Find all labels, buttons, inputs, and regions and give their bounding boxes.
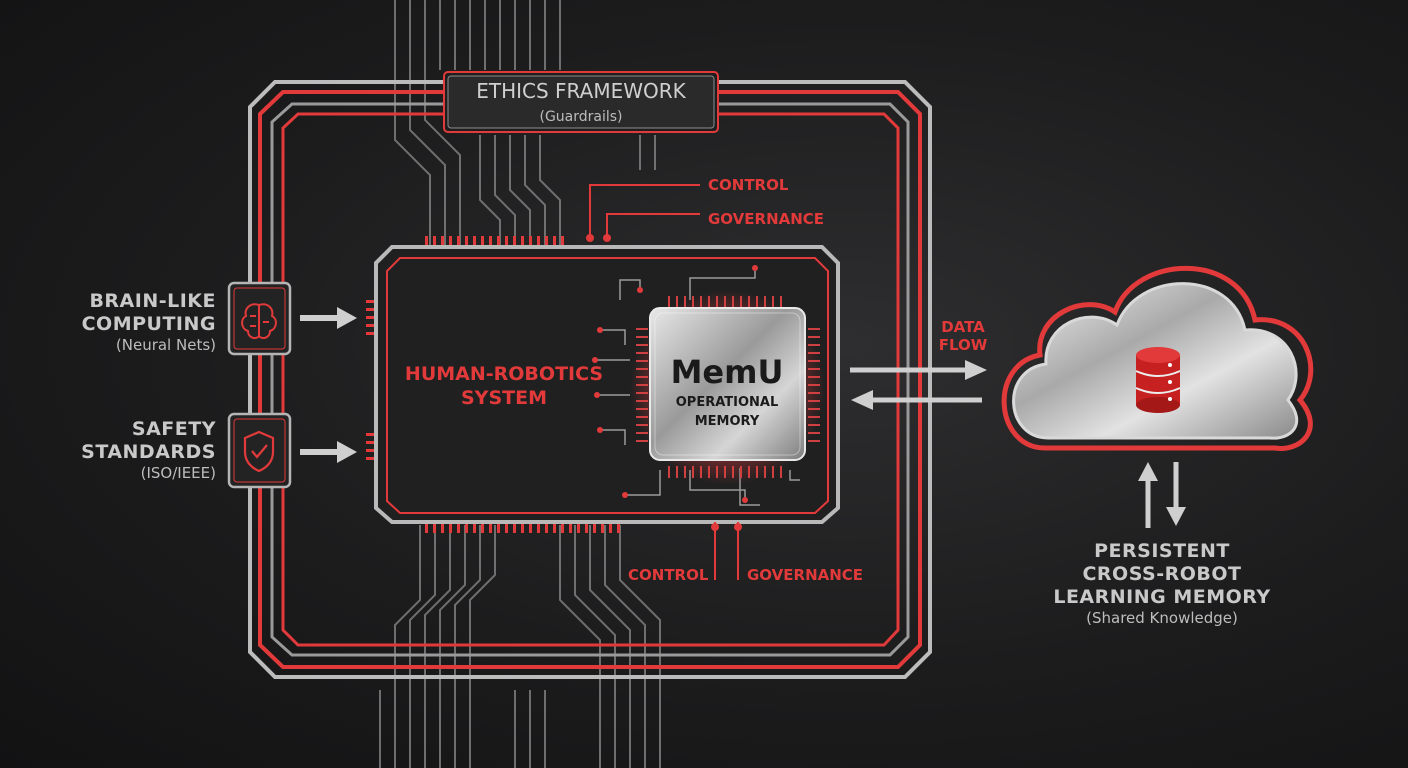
brain-computing-label: BRAIN-LIKE COMPUTING (Neural Nets)	[40, 290, 216, 354]
database-icon	[1135, 347, 1181, 413]
chip-trace-nodes	[592, 265, 758, 503]
bottom-control-traces	[711, 522, 742, 580]
circuit-traces	[379, 0, 661, 768]
board-pins-left	[366, 300, 374, 460]
ethics-title: ETHICS FRAMEWORK	[476, 79, 686, 103]
input-arrows	[300, 307, 357, 463]
brain-title-line1: BRAIN-LIKE	[89, 290, 216, 312]
ethics-subtitle: (Guardrails)	[539, 109, 622, 125]
cloud-title-line3: LEARNING MEMORY	[1053, 586, 1271, 608]
top-governance-label: GOVERNANCE	[708, 210, 824, 228]
brain-title-line2: COMPUTING	[81, 313, 216, 335]
cloud-subtitle: (Shared Knowledge)	[1086, 609, 1238, 627]
chip-name: MemU	[671, 353, 784, 391]
bottom-control-label: CONTROL	[628, 566, 709, 584]
top-control-label: CONTROL	[708, 176, 789, 194]
data-flow-line2: FLOW	[939, 336, 988, 354]
board-pins-bottom	[425, 524, 620, 533]
chip-line2: MEMORY	[695, 414, 760, 429]
safety-title-line1: SAFETY	[131, 418, 216, 440]
safety-subtitle: (ISO/IEEE)	[140, 464, 216, 482]
cloud-title-line2: CROSS-ROBOT	[1082, 563, 1242, 585]
data-flow-line1: DATA	[941, 318, 985, 336]
system-label-line2: SYSTEM	[461, 387, 547, 409]
shield-box	[227, 412, 292, 489]
brain-box	[227, 281, 292, 356]
safety-title-line2: STANDARDS	[81, 441, 216, 463]
safety-standards-label: SAFETY STANDARDS (ISO/IEEE)	[40, 418, 216, 482]
top-control-traces	[586, 184, 700, 242]
ethics-plate: ETHICS FRAMEWORK (Guardrails)	[443, 71, 719, 133]
chip-line1: OPERATIONAL	[676, 395, 779, 410]
cloud-sync-arrows	[1138, 462, 1186, 528]
cloud-title-line1: PERSISTENT	[1094, 540, 1230, 562]
cloud-memory-label: PERSISTENT CROSS-ROBOT LEARNING MEMORY (…	[1030, 540, 1294, 627]
shared-memory-cloud	[1001, 265, 1314, 451]
board-pins-top	[425, 236, 564, 245]
system-label-line1: HUMAN-ROBOTICS	[405, 363, 603, 385]
bottom-governance-label: GOVERNANCE	[747, 566, 863, 584]
data-flow-arrows	[850, 360, 987, 410]
memu-chip: MemU OPERATIONAL MEMORY	[630, 290, 825, 485]
shield-check-icon	[243, 430, 275, 473]
brain-icon	[241, 303, 277, 340]
brain-subtitle: (Neural Nets)	[115, 336, 216, 354]
